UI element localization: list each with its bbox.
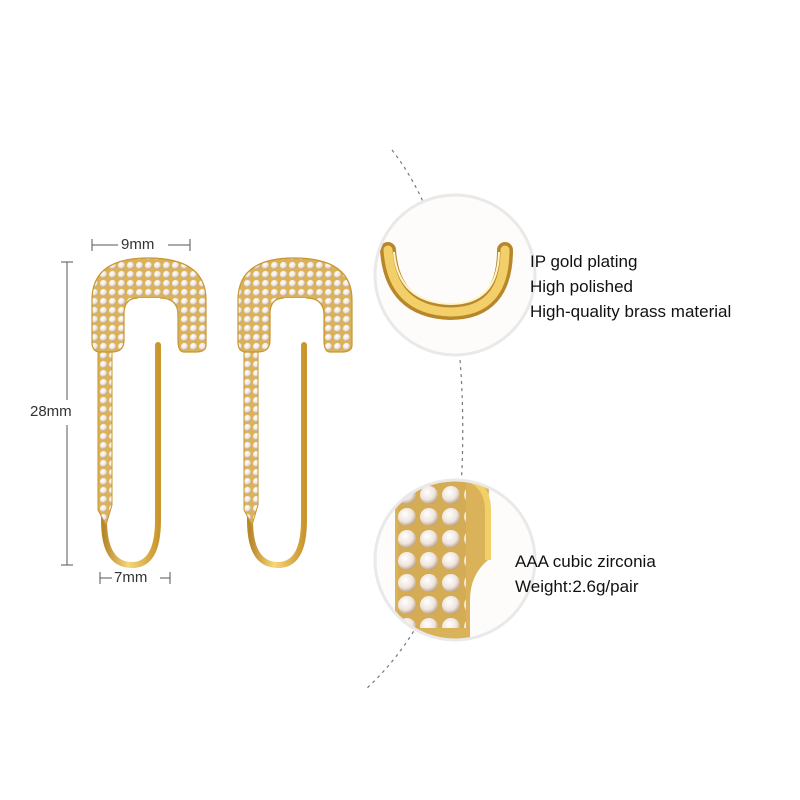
feature-polished: High polished xyxy=(530,277,634,296)
dimension-height: 28mm xyxy=(30,403,72,420)
features-bottom: AAA cubic zirconia Weight:2.6g/pair xyxy=(515,549,656,599)
feature-zirconia: AAA cubic zirconia xyxy=(515,552,656,571)
feature-weight: Weight:2.6g/pair xyxy=(515,577,639,596)
dimension-lines xyxy=(61,239,191,584)
dimension-top-width: 9mm xyxy=(121,236,155,253)
feature-material: High-quality brass material xyxy=(530,302,732,321)
feature-plating: IP gold plating xyxy=(530,252,638,271)
detail-circle-plating xyxy=(373,193,537,357)
detail-circle-zirconia xyxy=(373,478,537,642)
earring-right xyxy=(237,257,353,569)
dimension-bottom-width: 7mm xyxy=(114,569,148,586)
features-top: IP gold plating High polished High-quali… xyxy=(530,249,731,324)
earring-left xyxy=(91,257,207,569)
